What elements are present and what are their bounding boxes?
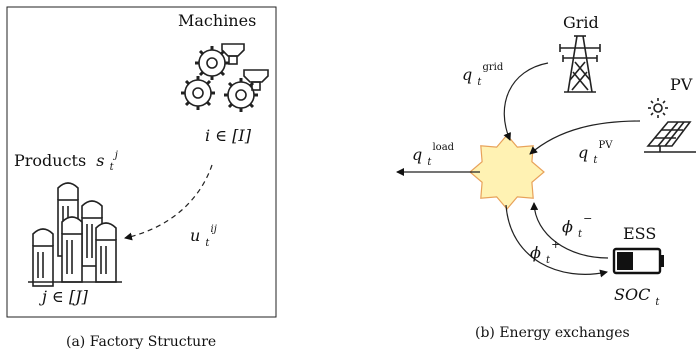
energy-panel: Grid PV [396, 13, 696, 341]
phi-minus-label: ϕ t − [562, 212, 592, 241]
production-flow-arrow [124, 164, 213, 241]
q-load-label: q t load [412, 142, 455, 169]
caption-a: (a) Factory Structure [66, 334, 216, 350]
ess-label: ESS [623, 224, 656, 243]
ess-charge-arrow [505, 204, 608, 278]
phi-plus-label: ϕ t + [530, 238, 560, 267]
pv-flow-arrow [529, 120, 641, 155]
ess-discharge-arrow [530, 202, 609, 259]
grid-label: Grid [563, 13, 599, 32]
caption-b: (b) Energy exchanges [475, 325, 630, 341]
product-index: j ∈ [J] [39, 287, 89, 306]
solar-panel-icon [644, 98, 696, 153]
pv-label: PV [670, 75, 693, 94]
products-label: Products s t j [14, 150, 119, 174]
q-pv-label: q t PV [578, 140, 613, 167]
flow-variable: u t ij [190, 224, 217, 250]
factory-frame [6, 6, 277, 318]
soc-label: SOC t [614, 285, 660, 308]
energy-hub [469, 134, 545, 210]
grid-flow-arrow [503, 62, 549, 141]
q-grid-label: q t grid [462, 62, 504, 89]
machines-gear-icon [181, 43, 269, 112]
battery-icon [612, 247, 664, 275]
machines-label: Machines [178, 11, 256, 30]
factory-panel: Machines [6, 6, 277, 350]
machine-index: i ∈ [I] [205, 126, 252, 145]
products-silo-icon [28, 182, 122, 287]
transmission-tower-icon [559, 35, 601, 93]
